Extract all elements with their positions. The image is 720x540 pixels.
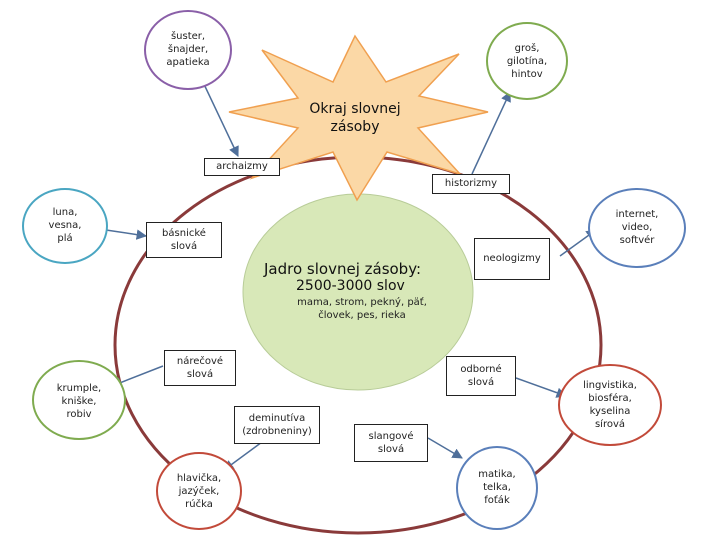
example-historizmy: groš, gilotína, hintov — [506, 43, 548, 80]
arrow-slangove — [427, 437, 463, 459]
star-shape — [228, 34, 489, 202]
category-slangove: slangové slová — [354, 424, 428, 462]
category-basnicke: básnické slová — [146, 222, 222, 258]
category-narecove: nárečové slová — [164, 350, 236, 386]
arrow-archaizmy — [201, 79, 239, 157]
example-neologizmy: internet, video, softvér — [615, 209, 659, 246]
arrow-historizmy — [471, 91, 511, 175]
example-slangove: matika, telka, foťák — [478, 469, 516, 506]
example-circle-narecove — [32, 360, 126, 440]
category-odborne: odborné slová — [446, 356, 516, 396]
category-neologizmy: neologizmy — [474, 238, 550, 280]
example-deminutiva: hlavička, jazýček, rúčka — [176, 473, 222, 510]
core-count: 2500-3000 slov — [296, 278, 405, 294]
example-circle-neologizmy — [588, 188, 686, 268]
category-deminutiva: deminutíva (zdrobneniny) — [234, 406, 320, 444]
example-circle-deminutiva — [156, 452, 242, 530]
example-odborne: lingvistika, biosféra, kyselina sírová — [583, 380, 637, 430]
core-title: Jadro slovnej zásoby: — [264, 260, 422, 278]
example-circle-basnicke — [22, 188, 108, 264]
example-circle-slangove — [456, 446, 538, 530]
arrow-basnicke — [105, 229, 148, 240]
example-archaizmy: šuster, šnajder, apatieka — [166, 31, 210, 68]
example-circle-historizmy — [486, 22, 568, 100]
example-narecove: krumple, kniške, robiv — [56, 383, 102, 420]
core-examples: mama, strom, pekný, päť, človek, pes, ri… — [297, 297, 427, 321]
example-circle-odborne — [558, 364, 662, 446]
example-basnicke: luna, vesna, plá — [48, 207, 82, 244]
example-circle-archaizmy — [144, 10, 232, 90]
star-label: Okraj slovnej zásoby — [309, 101, 401, 135]
category-historizmy: historizmy — [432, 174, 510, 194]
arrow-odborne — [515, 377, 567, 398]
category-archaizmy: archaizmy — [204, 158, 280, 176]
